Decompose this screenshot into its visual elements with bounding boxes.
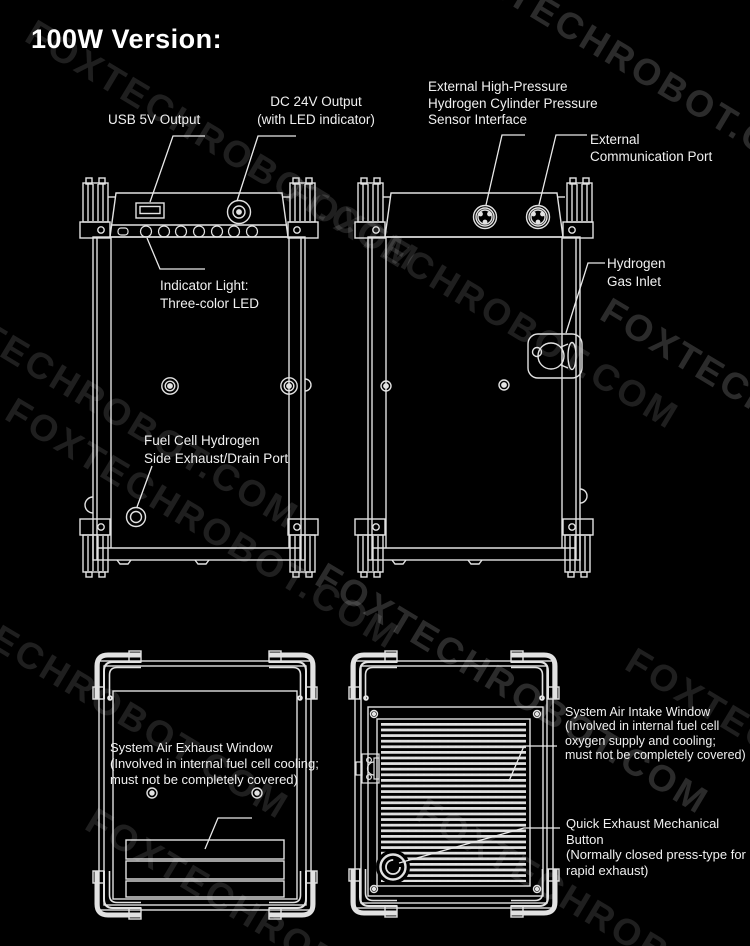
exhaust-side-drawing [93, 651, 317, 919]
intake-window-label: System Air Intake Window (Involved in in… [565, 705, 746, 763]
back-view-drawing [354, 177, 594, 578]
quick-exhaust-label: Quick Exhaust Mechanical Button (Normall… [566, 816, 746, 878]
intake-window-leader-line [508, 745, 557, 782]
screw [251, 787, 263, 799]
hp-sensor-label: External High-Pressure Hydrogen Cylinder… [428, 79, 598, 127]
exhaust-window-label: System Air Exhaust Window (Involved in i… [110, 740, 319, 787]
exhaust-window-leader-line [204, 817, 252, 850]
side-inlet-fitting [355, 753, 380, 784]
screw [161, 377, 179, 395]
screw [146, 787, 158, 799]
screw [498, 379, 510, 391]
pressure-sensor-connector [472, 204, 498, 230]
drain-port-label: Fuel Cell Hydrogen Side Exhaust/Drain Po… [144, 433, 289, 466]
indicator-led-row [117, 225, 259, 238]
usb-output-label: USB 5V Output [108, 112, 201, 127]
inlet-leader-line [565, 262, 605, 334]
screw [380, 380, 392, 392]
intake-side-drawing [349, 651, 559, 917]
screw [369, 884, 379, 894]
page-title: 100W Version: [31, 24, 223, 54]
dc-output-label: DC 24V Output (with LED indicator) [257, 94, 375, 127]
exhaust-louvers [125, 839, 285, 898]
indicator-light-label: Indicator Light: Three-color LED [160, 278, 260, 311]
comm-leader-line [538, 134, 587, 206]
usb-port [135, 202, 165, 219]
quick-exhaust-leader-line [398, 827, 560, 864]
screw [280, 377, 298, 395]
communication-connector [525, 204, 551, 230]
hp-sensor-leader-line [485, 134, 525, 206]
dc-output-jack [226, 199, 252, 225]
screw [369, 709, 379, 719]
leader-lines [136, 134, 605, 864]
screw [532, 884, 542, 894]
communication-port-label: External Communication Port [590, 132, 713, 164]
dc-leader-line [236, 135, 296, 202]
front-view-drawing [79, 177, 319, 578]
drain-leader-line [136, 465, 153, 508]
drain-port [125, 506, 147, 528]
quick-exhaust-button [379, 853, 407, 881]
indicator-leader-line [146, 237, 205, 270]
screw [532, 709, 542, 719]
usb-leader-line [149, 135, 205, 203]
hydrogen-inlet-label: Hydrogen Gas Inlet [607, 256, 666, 289]
hydrogen-inlet-fitting [527, 333, 583, 379]
